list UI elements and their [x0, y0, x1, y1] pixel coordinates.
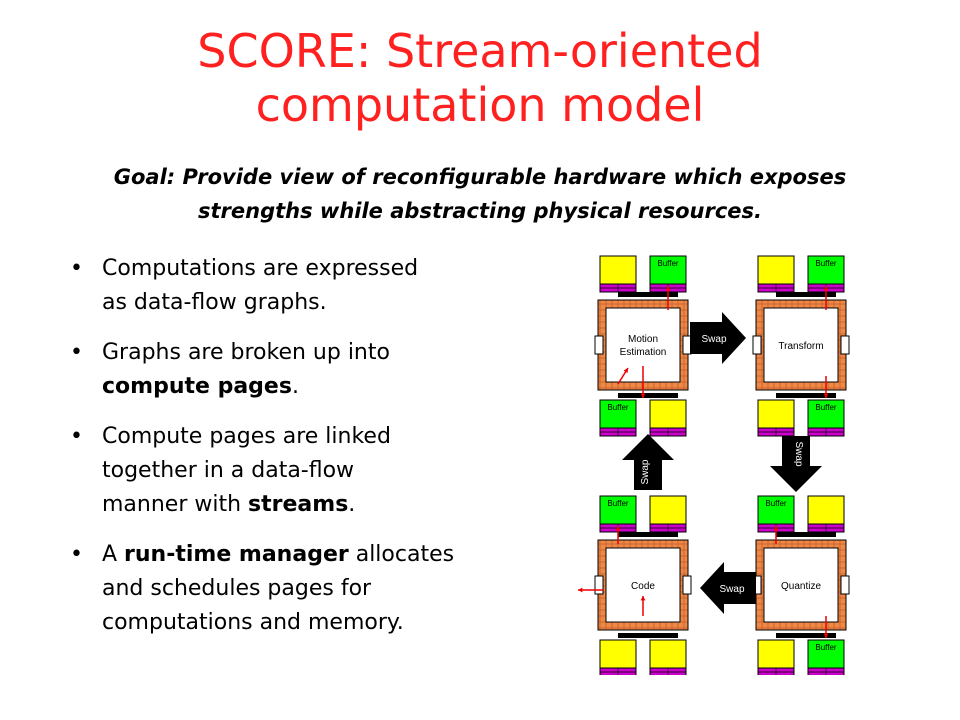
bullet-item: • A run-time manager allocates and sched…	[70, 538, 570, 640]
stream-arrow	[823, 376, 829, 398]
page-core	[763, 547, 839, 623]
score-pipeline-diagram: MotionEstimationBufferBufferTransformBuf…	[578, 255, 850, 675]
bullet-bold-text: compute pages	[102, 374, 292, 399]
stream-arrow	[773, 526, 779, 544]
goal-line-2: strengths while abstracting physical res…	[198, 199, 762, 223]
bullet-text: Computations are expressed	[102, 256, 419, 281]
swap-arrow: Swap	[700, 562, 756, 614]
bullet-text: computations and memory.	[102, 610, 404, 635]
bullet-bold-text: streams	[248, 492, 349, 517]
buffer-label: Buffer	[815, 403, 837, 412]
stream-arrow	[615, 526, 621, 544]
memory-block	[649, 639, 687, 675]
buffer-label: Buffer	[765, 499, 787, 508]
compute-page-cluster: Transform	[752, 292, 850, 398]
stream-arrow	[640, 366, 646, 398]
title-line-1: SCORE: Stream-oriented	[197, 24, 763, 78]
stream-arrow	[823, 616, 829, 638]
memory-block	[649, 399, 687, 437]
bullet-text: and schedules pages for	[102, 576, 372, 601]
buffer-label: Buffer	[815, 643, 837, 652]
swap-arrow: Swap	[770, 436, 822, 492]
memory-block	[807, 495, 845, 533]
swap-arrow: Swap	[690, 312, 746, 364]
bullet-item: • Computations are expressed as data-flo…	[70, 252, 570, 320]
bullet-mark: •	[70, 340, 83, 365]
stream-arrow	[640, 596, 646, 616]
swap-arrow: Swap	[622, 434, 674, 490]
bullet-text: .	[291, 374, 299, 399]
bullet-text: .	[348, 492, 356, 517]
buffer-label: Buffer	[815, 259, 837, 268]
bullet-text: A	[102, 542, 125, 567]
page-label: Code	[631, 581, 655, 592]
swap-label: Swap	[640, 459, 651, 484]
page-label: Quantize	[781, 581, 821, 592]
memory-block	[757, 639, 795, 675]
memory-block	[649, 495, 687, 533]
bullet-bold-text: run-time manager	[124, 542, 349, 567]
buffer-block: Buffer	[807, 399, 845, 437]
memory-block	[599, 255, 637, 293]
memory-block	[757, 255, 795, 293]
bullet-text: Compute pages are linked	[102, 424, 391, 449]
buffer-label: Buffer	[607, 499, 629, 508]
bullet-text: as data-flow graphs.	[102, 290, 327, 315]
page-label: Transform	[778, 341, 823, 352]
compute-page-cluster: Code	[594, 532, 692, 638]
bullet-text: allocates	[348, 542, 455, 567]
buffer-label: Buffer	[657, 259, 679, 268]
bullet-item: • Graphs are broken up into compute page…	[70, 336, 570, 404]
bullet-mark: •	[70, 542, 83, 567]
memory-block	[599, 639, 637, 675]
bullet-text: manner with	[102, 492, 249, 517]
stream-arrow	[578, 587, 603, 593]
bullet-item: • Compute pages are linked together in a…	[70, 420, 570, 522]
stream-arrow	[823, 286, 829, 310]
goal-line-1: Goal: Provide view of reconfigurable har…	[113, 165, 847, 189]
swap-label: Swap	[701, 334, 726, 345]
bullet-mark: •	[70, 424, 83, 449]
swap-label: Swap	[793, 441, 804, 466]
compute-page-cluster: Quantize	[752, 532, 850, 638]
page-label: Motion	[628, 334, 658, 345]
bullet-mark: •	[70, 256, 83, 281]
bullet-text: Graphs are broken up into	[102, 340, 390, 365]
goal-statement: Goal: Provide view of reconfigurable har…	[20, 160, 940, 228]
bullet-list: • Computations are expressed as data-flo…	[70, 252, 570, 656]
stream-arrow	[665, 286, 671, 310]
memory-block	[757, 399, 795, 437]
swap-label: Swap	[719, 584, 744, 595]
buffer-label: Buffer	[607, 403, 629, 412]
page-core	[763, 307, 839, 383]
slide-title: SCORE: Stream-oriented computation model	[0, 24, 960, 132]
bullet-text: together in a data-flow	[102, 458, 355, 483]
buffer-block: Buffer	[599, 399, 637, 437]
title-line-2: computation model	[255, 78, 705, 132]
page-label: Estimation	[620, 347, 667, 358]
stream-arrow	[617, 367, 629, 385]
buffer-block: Buffer	[807, 639, 845, 675]
